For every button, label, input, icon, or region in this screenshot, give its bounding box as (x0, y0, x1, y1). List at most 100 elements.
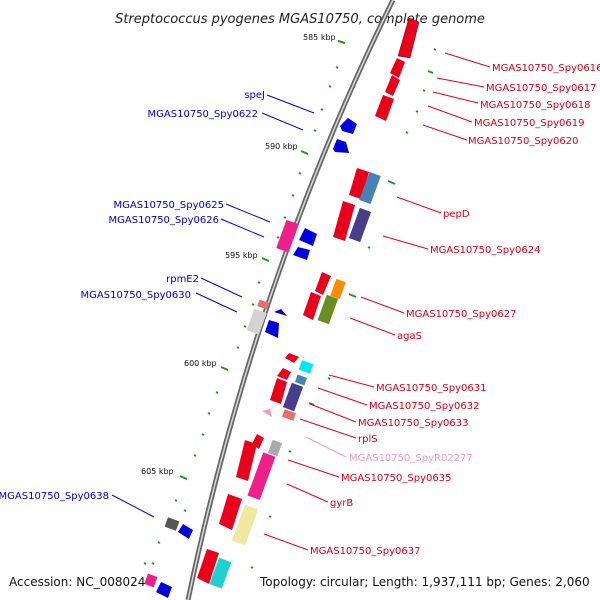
scale-tick-minor (157, 541, 161, 544)
gene-feature[interactable] (257, 299, 270, 310)
scale-tick-minor (320, 108, 324, 111)
right-gene-labels: MGAS10750_Spy0616 MGAS10750_Spy0617 MGAS… (310, 63, 600, 557)
gene-feature[interactable] (385, 75, 400, 96)
connector-line (287, 459, 340, 478)
gene-label[interactable]: MGAS10750_Spy0638 (0, 491, 109, 502)
scale-tick-outer (415, 110, 419, 113)
gene-feature[interactable] (282, 382, 304, 412)
gene-label[interactable]: MGAS10750_Spy0625 (114, 200, 224, 211)
gene-feature[interactable] (274, 309, 287, 316)
gene-feature[interactable] (299, 228, 317, 246)
gene-label[interactable]: gyrB (330, 498, 353, 509)
gene-feature[interactable] (359, 171, 381, 205)
gene-feature[interactable] (267, 439, 283, 457)
gene-feature[interactable] (294, 374, 308, 386)
gene-feature[interactable] (340, 118, 357, 134)
connector-line (286, 483, 329, 503)
gene-feature[interactable] (348, 207, 372, 243)
connector-line (382, 235, 429, 250)
gene-feature[interactable] (236, 440, 257, 481)
connector-line (360, 296, 405, 314)
scale-tick-minor (193, 454, 197, 457)
scale-tick-minor (257, 281, 261, 284)
scale-tick-minor (215, 391, 219, 394)
genome-backbone-highlight (187, 0, 394, 600)
gene-label[interactable]: MGAS10750_SpyR02277 (349, 453, 473, 464)
gene-feature[interactable] (178, 524, 193, 539)
gene-feature[interactable] (298, 360, 314, 374)
gene-label[interactable]: MGAS10750_Spy0624 (430, 245, 540, 256)
gene-label[interactable]: MGAS10750_Spy0616 (492, 63, 600, 74)
gene-feature[interactable] (390, 58, 405, 78)
gene-feature[interactable] (281, 409, 297, 421)
scale-tick-outer (250, 566, 254, 569)
scale-tick-outer (427, 70, 434, 74)
gene-label[interactable]: MGAS10750_Spy0632 (369, 401, 479, 412)
gene-feature[interactable] (333, 139, 349, 153)
connector-line (195, 292, 238, 313)
scale-tick-minor (174, 499, 178, 502)
forward-strand-genes (197, 17, 420, 589)
gene-label[interactable]: rpmE2 (166, 274, 199, 285)
gene-feature[interactable] (397, 17, 420, 59)
gene-label[interactable]: pepD (443, 209, 470, 220)
scale-tick-minor (236, 346, 240, 349)
gene-feature[interactable] (333, 201, 355, 241)
gene-label[interactable]: speJ (244, 90, 265, 101)
gene-label[interactable]: MGAS10750_Spy0617 (486, 83, 596, 94)
gene-feature[interactable] (303, 292, 321, 320)
gene-feature[interactable] (247, 452, 276, 501)
scale-tick-minor (243, 325, 247, 328)
scale-label-605: 605 kbp (141, 467, 174, 476)
connector-line (309, 403, 357, 423)
gene-feature[interactable] (209, 557, 232, 589)
gene-feature[interactable] (219, 494, 242, 530)
gene-feature[interactable] (285, 353, 299, 363)
connector-line (396, 196, 442, 214)
gene-feature[interactable] (262, 409, 272, 417)
gene-label[interactable]: MGAS10750_Spy0626 (109, 215, 219, 226)
connector-line (305, 436, 347, 458)
gene-label[interactable]: MGAS10750_Spy0633 (358, 418, 468, 429)
gene-label[interactable]: MGAS10750_Spy0631 (376, 383, 486, 394)
scale-tick-major (261, 257, 270, 262)
gene-feature[interactable] (144, 573, 158, 588)
gene-feature[interactable] (276, 219, 299, 253)
gene-label[interactable]: MGAS10750_Spy0620 (468, 136, 578, 147)
gene-feature[interactable] (197, 549, 219, 584)
accession-text: Accession: NC_008024 (9, 575, 145, 589)
scale-tick-minor (251, 303, 255, 306)
gene-feature[interactable] (315, 272, 331, 295)
gene-feature[interactable] (349, 168, 369, 199)
gene-feature[interactable] (156, 582, 172, 598)
scale-tick-outer (422, 89, 426, 92)
scale-tick-major (337, 40, 346, 44)
gene-label[interactable]: MGAS10750_Spy0618 (480, 100, 590, 111)
gene-label[interactable]: MGAS10750_Spy0637 (310, 546, 420, 557)
gene-feature[interactable] (231, 504, 259, 546)
scale-tick-major (220, 366, 229, 371)
gene-feature[interactable] (330, 278, 346, 300)
gene-label[interactable]: MGAS10750_Spy0627 (406, 309, 516, 320)
gene-feature[interactable] (277, 368, 291, 380)
gene-label[interactable]: MGAS10750_Spy0619 (474, 118, 584, 129)
gene-label[interactable]: MGAS10750_Spy0622 (148, 109, 258, 120)
gene-label[interactable]: agaS (397, 331, 422, 342)
gene-feature[interactable] (293, 247, 310, 260)
gene-feature[interactable] (270, 378, 287, 404)
gene-feature[interactable] (246, 308, 267, 335)
gene-feature[interactable] (164, 517, 180, 531)
gene-feature[interactable] (265, 320, 279, 338)
scale-tick-minor (276, 236, 280, 239)
connector-line (220, 218, 265, 238)
gene-label[interactable]: rplS (358, 434, 378, 445)
left-label-connectors (111, 94, 315, 518)
gene-feature[interactable] (317, 294, 339, 325)
scale-tick-minor (335, 66, 339, 69)
scale-tick-major (300, 150, 309, 155)
gene-feature[interactable] (375, 95, 394, 121)
scale-tick-outer (268, 515, 272, 518)
gene-label[interactable]: MGAS10750_Spy0630 (81, 290, 191, 301)
gene-label[interactable]: MGAS10750_Spy0635 (341, 473, 451, 484)
